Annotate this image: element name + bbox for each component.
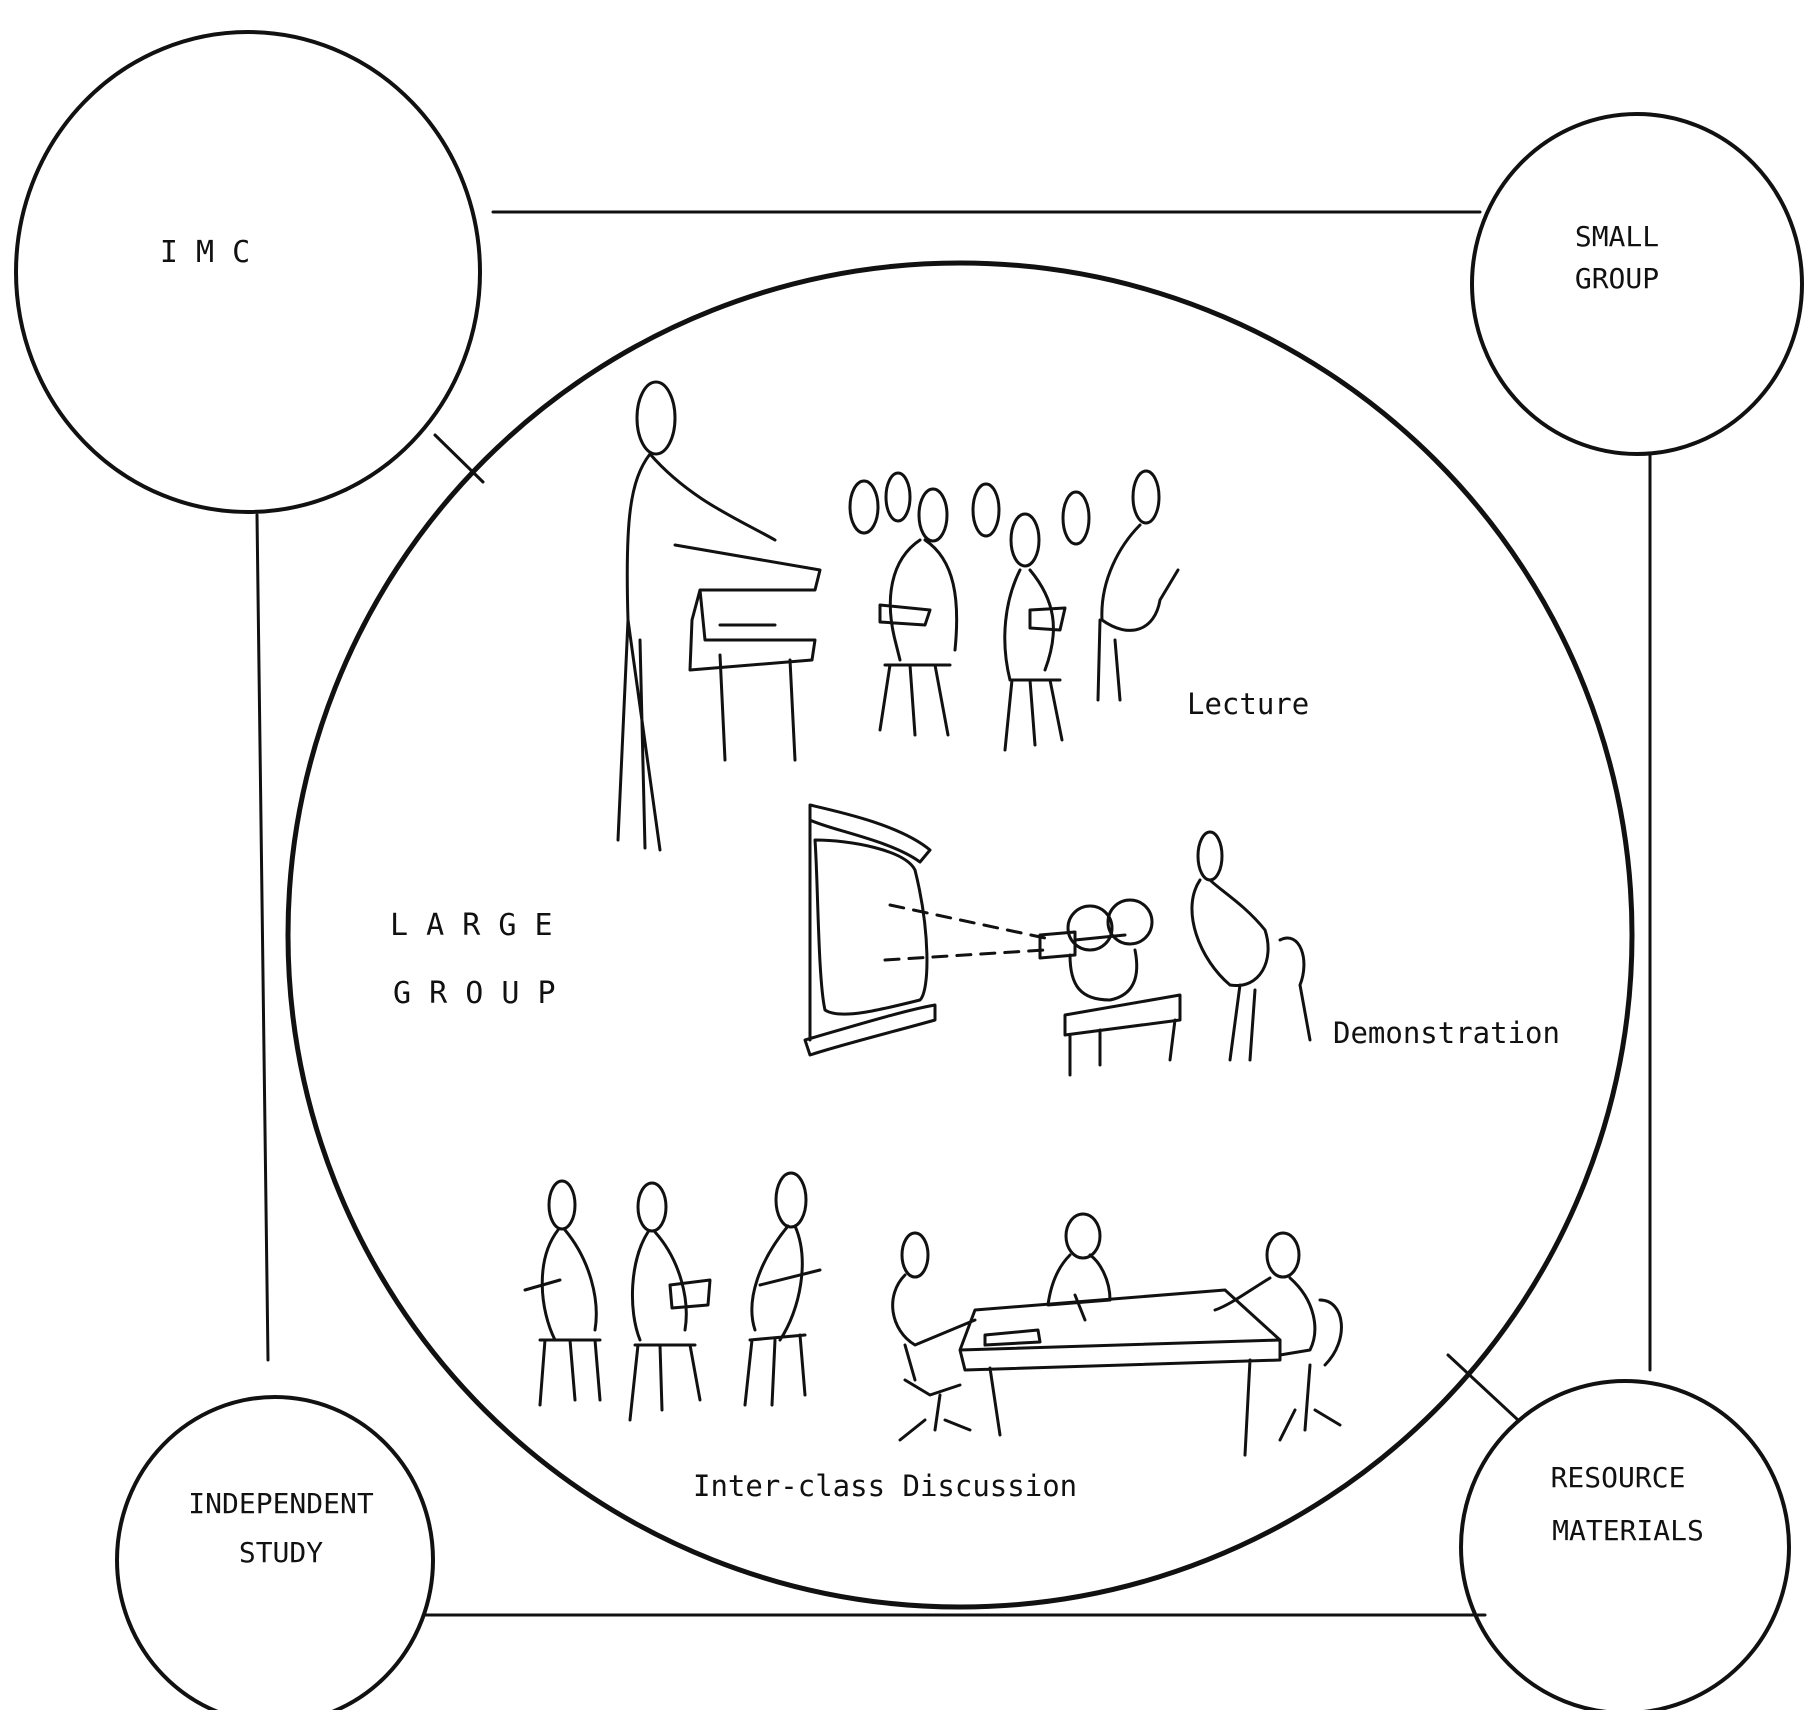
student-body xyxy=(745,1226,820,1405)
student-body xyxy=(1048,1255,1110,1320)
lecture-label: Lecture xyxy=(1187,687,1309,721)
resource-materials-label-line1: RESOURCE xyxy=(1551,1461,1686,1494)
student-head xyxy=(973,484,999,536)
student-body xyxy=(880,540,957,735)
student-head xyxy=(1133,471,1159,523)
student-head xyxy=(850,481,878,533)
node-circles xyxy=(16,32,1802,1710)
student-body xyxy=(1005,570,1065,750)
operator-body xyxy=(1192,880,1310,1060)
student-head xyxy=(1063,492,1089,544)
discussion-illustration xyxy=(525,1173,1341,1455)
student-head xyxy=(886,473,910,521)
operator-head xyxy=(1198,832,1222,880)
large-group-label-line2: G R O U P xyxy=(393,976,556,1011)
demonstration-illustration xyxy=(805,805,1310,1075)
student-body xyxy=(1098,525,1178,700)
student-head xyxy=(1011,514,1039,566)
imc-label: I M C xyxy=(160,235,250,270)
connector-left xyxy=(257,515,268,1360)
demonstration-label: Demonstration xyxy=(1333,1016,1560,1050)
lecturer-body xyxy=(618,454,775,850)
independent-study-label-line1: INDEPENDENT xyxy=(188,1487,374,1520)
student-head xyxy=(638,1183,666,1231)
lectern xyxy=(675,545,820,760)
projector-table xyxy=(1065,995,1180,1075)
projector-reel xyxy=(1108,900,1152,944)
large-group-labels: L A R G E G R O U P Lecture Demonstratio… xyxy=(390,687,1560,1503)
student-head xyxy=(919,489,947,541)
independent-study-label-line2: STUDY xyxy=(239,1536,323,1569)
student-body xyxy=(525,1230,600,1405)
discussion-table xyxy=(960,1290,1280,1455)
small-group-label-line2: GROUP xyxy=(1575,262,1659,295)
projector-reel xyxy=(1068,906,1112,950)
projection-screen xyxy=(805,805,935,1055)
small-group-label-line1: SMALL xyxy=(1575,220,1659,253)
student-head xyxy=(902,1233,928,1277)
lecture-illustration xyxy=(618,382,1178,850)
student-head xyxy=(549,1181,575,1229)
student-head xyxy=(1267,1233,1299,1277)
discussion-label: Inter-class Discussion xyxy=(693,1469,1077,1503)
large-group-label-line1: L A R G E xyxy=(390,908,553,943)
student-head xyxy=(1066,1214,1100,1258)
imc-circle xyxy=(16,32,480,512)
lecturer-head xyxy=(637,382,675,454)
student-head xyxy=(776,1173,806,1227)
connector-imc-large xyxy=(435,435,483,482)
resource-materials-label-line2: MATERIALS xyxy=(1552,1514,1704,1547)
student-body xyxy=(630,1232,710,1420)
projection-beams xyxy=(885,905,1045,960)
